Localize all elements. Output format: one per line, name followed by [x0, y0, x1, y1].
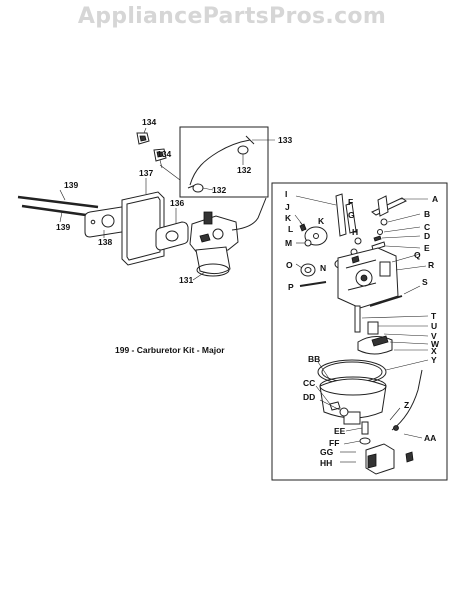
fuel-solenoid — [365, 443, 395, 475]
callout-EE: EE — [334, 426, 346, 436]
callout-P: P — [288, 282, 294, 292]
callout-136: 136 — [170, 198, 184, 208]
callout-G: G — [348, 210, 355, 220]
callout-L: L — [288, 224, 293, 234]
callout-137: 137 — [139, 168, 153, 178]
fuel-line — [189, 139, 251, 186]
carburetor-kit-inset-box — [271, 182, 448, 481]
watermark-logo: AppliancePartsPros.com — [77, 4, 387, 29]
callout-S: S — [422, 277, 428, 287]
callout-I: I — [285, 189, 287, 199]
callout-W: W — [431, 339, 440, 349]
callout-139: 139 — [64, 180, 78, 190]
callout-H: H — [352, 227, 358, 237]
callout-Y: Y — [431, 355, 437, 365]
callout-134: 134 — [142, 117, 156, 127]
callout-132: 132 — [237, 165, 251, 175]
callout-133: 133 — [278, 135, 292, 145]
callout-AA: AA — [424, 433, 436, 443]
callout-GG: GG — [320, 447, 334, 457]
callout-139: 139 — [56, 222, 70, 232]
callout-R: R — [428, 260, 434, 270]
callout-138: 138 — [98, 237, 112, 247]
callout-E: E — [424, 243, 430, 253]
callout-BB: BB — [308, 354, 320, 364]
spacer-136 — [155, 221, 189, 251]
callout-Q: Q — [414, 250, 421, 260]
callout-A: A — [432, 194, 438, 204]
callout-CC: CC — [303, 378, 315, 388]
hose-clamp — [192, 183, 204, 193]
callout-DD: DD — [303, 392, 315, 402]
callout-B: B — [424, 209, 430, 219]
callout-F: F — [348, 197, 353, 207]
screw-P — [299, 281, 327, 287]
needle-S — [369, 295, 403, 307]
callout-M: M — [285, 238, 292, 248]
callout-D: D — [424, 231, 430, 241]
carburetor-131 — [189, 197, 267, 277]
callout-C: C — [424, 222, 430, 232]
stud-139 — [17, 195, 99, 209]
kit-note: 199 - Carburetor Kit - Major — [115, 345, 225, 355]
carburetor-body — [337, 247, 399, 309]
throttle-shaft — [371, 197, 407, 216]
callout-HH: HH — [320, 458, 332, 468]
fuel-line-inset-box — [179, 126, 269, 198]
hose-clamp — [237, 145, 249, 155]
callout-V: V — [431, 331, 437, 341]
callout-U: U — [431, 321, 437, 331]
callout-132: 132 — [212, 185, 226, 195]
callout-131: 131 — [179, 275, 193, 285]
callout-K: K — [285, 213, 292, 223]
float-bowl — [319, 376, 387, 425]
callout-FF: FF — [329, 438, 339, 448]
callout-134: 134 — [157, 149, 171, 159]
callout-X: X — [431, 346, 437, 356]
callout-J: J — [285, 202, 290, 212]
callout-T: T — [431, 311, 437, 321]
gasket-137 — [121, 191, 165, 266]
callout-K: K — [318, 216, 325, 226]
callout-O: O — [286, 260, 293, 270]
callout-N: N — [320, 263, 326, 273]
callout-Z: Z — [404, 400, 409, 410]
